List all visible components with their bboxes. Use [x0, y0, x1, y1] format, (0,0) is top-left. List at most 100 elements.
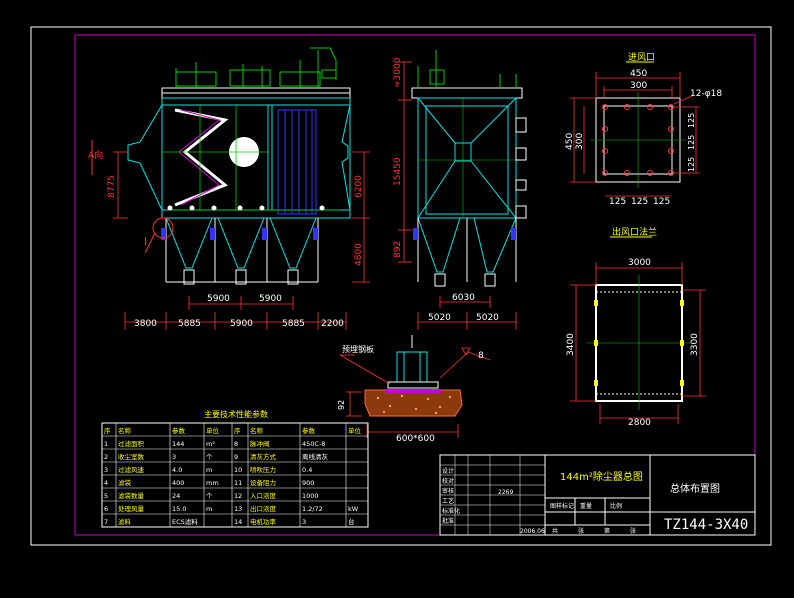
table-cell: m: [206, 505, 212, 513]
svg-text:A向: A向: [88, 149, 103, 161]
table-header-cell: 名称: [250, 426, 264, 435]
table-cell: 1000: [302, 492, 319, 500]
drawing-title: 总体布置图: [670, 482, 720, 495]
table-cell: 11: [234, 479, 242, 487]
table-cell: 12: [234, 492, 242, 500]
dim-left: 8775: [107, 175, 117, 198]
table-cell: 过滤风速: [118, 465, 145, 474]
title-block-sheet-label: 第: [604, 527, 610, 535]
flange-title: 进风口: [628, 52, 655, 63]
title-block-row-label: 标准化: [442, 507, 460, 515]
table-cell: 10: [234, 466, 242, 474]
drawing-number: TZ144-3X40: [664, 517, 748, 533]
table-header-cell: 序: [104, 426, 111, 435]
drawing-date: 2006.06: [520, 528, 545, 535]
table-cell: 4.0: [172, 466, 182, 474]
flange-side-overall: 450: [565, 133, 575, 150]
table-cell: m: [206, 466, 212, 474]
side-dim-mid: 6030: [452, 293, 475, 303]
table-header-cell: 序: [234, 426, 241, 435]
table-cell: 设备阻力: [250, 478, 276, 487]
flange-bottom-1: 125: [609, 197, 626, 207]
table-header-cell: 名称: [118, 426, 132, 435]
side-dim-top: ≈3000: [393, 57, 403, 88]
table-cell: 15.0: [172, 505, 186, 513]
table-cell: 3: [104, 466, 108, 474]
side-view: ≈3000 15450 892 6030 5020 5020: [393, 50, 527, 330]
table-cell: 3: [302, 518, 306, 526]
table-cell: 4: [104, 479, 108, 487]
dim-bottom-3: 5900: [230, 319, 253, 329]
table-cell: 0.4: [302, 466, 312, 474]
detail-i-label: I: [144, 235, 147, 248]
table-cell: 过滤面积: [118, 439, 145, 448]
table-cell: 3: [172, 453, 176, 461]
title-block-row-label: 工艺: [442, 497, 454, 505]
table-cell: m²: [206, 440, 215, 448]
table-cell: 滤料: [118, 517, 132, 526]
table-cell: 14: [234, 518, 242, 526]
side-dim-total: 15450: [393, 157, 403, 186]
table-cell: 出口浓度: [250, 504, 277, 513]
table-cell: 24: [172, 492, 180, 500]
table-cell: 7: [104, 518, 108, 526]
flange-bottom-3: 125: [653, 197, 670, 207]
table-cell: 喷吹压力: [250, 465, 276, 474]
flange-overall: 450: [630, 69, 647, 79]
table-header-cell: 参数: [302, 426, 316, 435]
foundation-dim: 92: [337, 400, 346, 410]
dim-bottom-2: 5885: [178, 319, 201, 329]
table-header-cell: 单位: [206, 426, 220, 435]
dim-right-upper: 6200: [354, 175, 364, 198]
table-cell: 450C-8: [302, 440, 325, 448]
table-cell: 滤袋: [118, 478, 132, 487]
outlet-flange-detail: 出风口法兰 3000 3400 3300 2800: [566, 226, 706, 428]
product-name: 144m²除尘器总图: [560, 470, 643, 483]
table-cell: 2: [104, 453, 108, 461]
flange-inner: 300: [630, 81, 647, 91]
table-cell: 台: [348, 517, 355, 526]
table-header-cell: 参数: [172, 426, 186, 435]
side-dim-bottom-1: 5020: [428, 313, 451, 323]
title-block: 144m²除尘器总图 总体布置图 TZ144-3X40 2006.06 2269…: [439, 454, 756, 536]
table-cell: 9: [234, 453, 238, 461]
title-block-col-label: 比例: [610, 502, 622, 510]
table-cell: ECS滤料: [172, 517, 198, 526]
table-cell: 脉冲阀: [250, 439, 270, 448]
title-block-row-label: 设计: [442, 467, 454, 475]
flange-right-1: 125: [687, 113, 696, 128]
dim-bottom-1: 3800: [134, 319, 157, 329]
table-cell: 个: [206, 492, 213, 500]
table-cell: 处理风量: [118, 504, 145, 513]
title-block-sheet-label: 张: [630, 527, 636, 535]
flange-side-inner: 300: [575, 133, 585, 150]
table-cell: 收尘室数: [118, 452, 145, 461]
table-cell: 6: [104, 505, 108, 513]
inlet-flange-detail: 进风口 450 300: [565, 52, 722, 207]
foundation-size: 600*600: [396, 434, 435, 444]
title-block-sheet-label: 共: [552, 527, 558, 535]
outlet-bottom: 2800: [628, 418, 651, 428]
foundation-detail: 预埋钢板 92 600*600 8: [337, 335, 491, 444]
table-header-cell: 单位: [348, 426, 362, 435]
title-block-row-label: 批准: [442, 517, 454, 525]
flange-right-3: 125: [687, 157, 696, 172]
foundation-label: 预埋钢板: [342, 344, 374, 354]
side-dim-low: 892: [393, 241, 403, 258]
table-cell: 滤袋数量: [118, 491, 145, 500]
table-cell: 900: [302, 479, 314, 487]
table-cell: 离线清灰: [302, 452, 329, 461]
dim-right-lower: 4800: [354, 243, 364, 266]
table-cell: 13: [234, 505, 242, 513]
outlet-height-left: 3400: [566, 333, 576, 356]
dim-mid-1: 5900: [207, 294, 230, 304]
dim-mid-2: 5900: [259, 294, 282, 304]
table-cell: 清灰方式: [250, 452, 277, 461]
title-block-sheet-label: 张: [578, 527, 584, 535]
table-cell: 入口浓度: [250, 491, 277, 500]
outlet-width: 3000: [628, 258, 651, 268]
front-view: I A向 8775: [88, 47, 370, 330]
flange-right-2: 125: [687, 135, 696, 150]
table-cell: 1: [104, 440, 108, 448]
